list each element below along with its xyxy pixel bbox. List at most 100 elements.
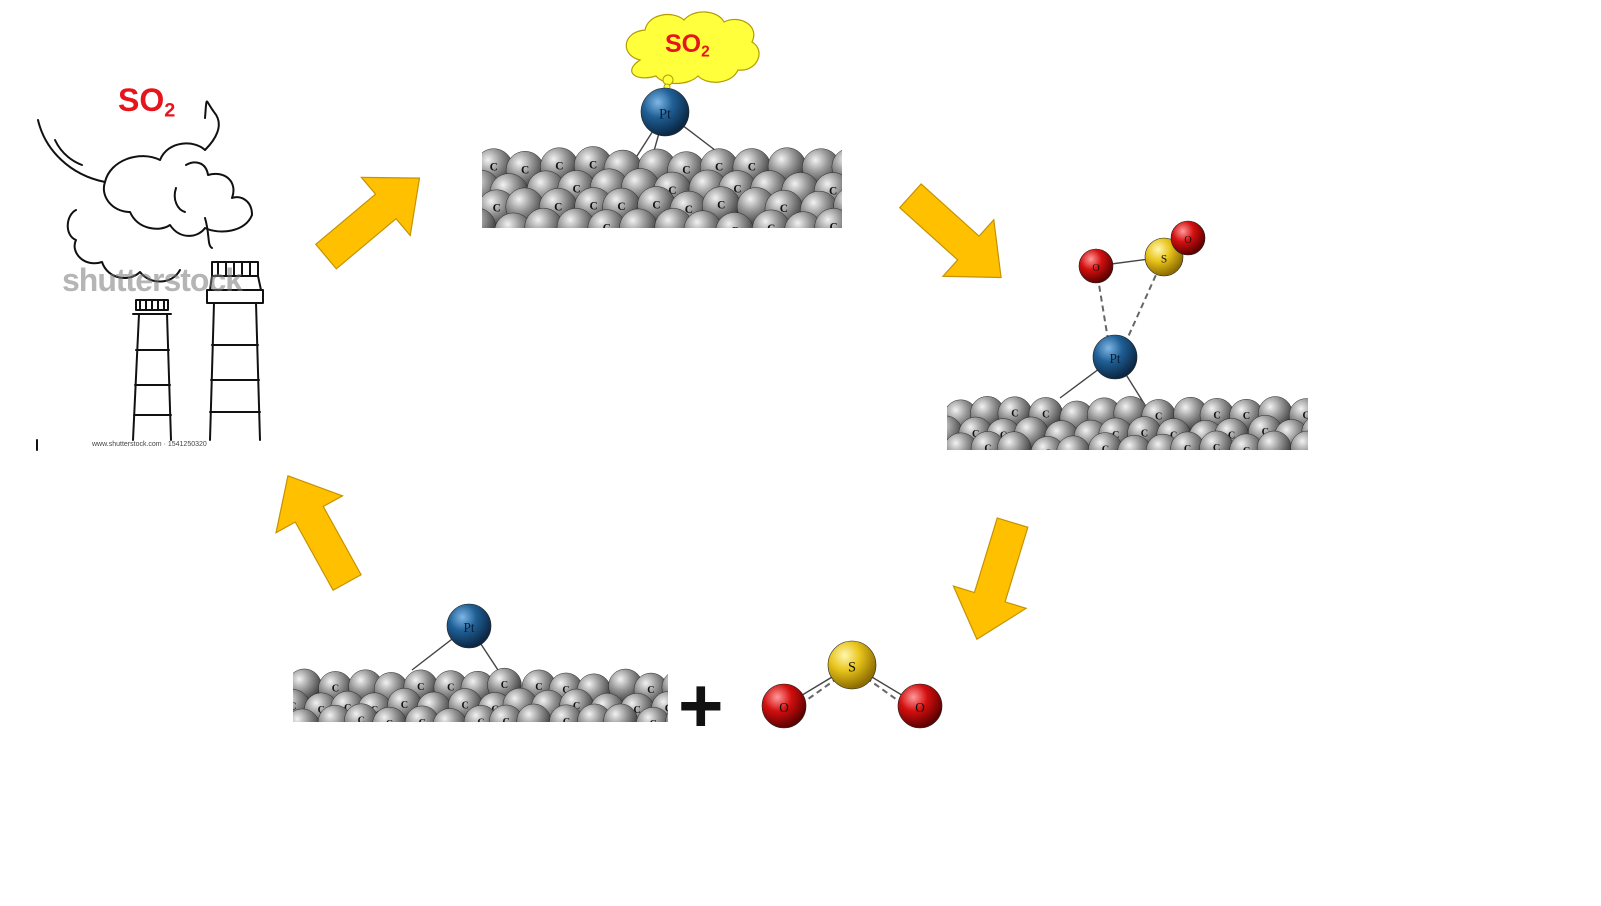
bond — [293, 736, 668, 741]
carbon-atom — [1256, 430, 1292, 450]
atom-label: C — [573, 183, 581, 195]
atom-label: C — [603, 223, 611, 235]
carbon-atom — [752, 209, 791, 228]
atom-label: C — [521, 736, 528, 747]
atom-label: C — [358, 716, 365, 727]
platinum-atom-right — [1092, 334, 1138, 380]
so2-cloud-label: SO2 — [665, 30, 710, 61]
carbon-atom — [665, 712, 668, 722]
platinum-atom-bottom — [446, 603, 492, 649]
carbon-atom — [482, 200, 486, 221]
pt-s-interaction — [1123, 256, 1165, 347]
cycle-arrow-icon — [275, 474, 362, 592]
atom-label: C — [1213, 410, 1220, 421]
atom-label: C — [1141, 429, 1148, 440]
so2-speech-cloud — [625, 11, 760, 91]
carbon-atom — [1041, 455, 1075, 489]
atom-label: C — [332, 683, 339, 694]
atom-label: C — [447, 683, 454, 694]
atom-label: C — [502, 717, 509, 728]
atom-label: C — [573, 701, 580, 712]
atom-label: C — [573, 741, 580, 752]
atom-label: C — [997, 463, 1004, 474]
carbon-atom — [1117, 434, 1152, 450]
carbon-atom — [1272, 453, 1306, 487]
carbon-atom — [1245, 453, 1279, 487]
carbon-atom — [619, 208, 658, 228]
atom-label: C — [318, 705, 325, 716]
atom-label: S — [1161, 253, 1167, 265]
atom-label: C — [555, 161, 563, 173]
carbon-atom — [715, 212, 754, 228]
atom-label: C — [649, 719, 656, 730]
atom-label: C — [314, 740, 321, 751]
atom-label: C — [461, 741, 468, 752]
atom-label: O — [779, 700, 789, 715]
watermark-url: www.shutterstock.com · 1541250320 — [92, 441, 207, 448]
carbon-atom — [683, 210, 723, 228]
atom-label: C — [1262, 427, 1269, 438]
atom-label: C — [1317, 467, 1324, 478]
carbon-atom — [317, 704, 353, 722]
atom-label: Pt — [1110, 351, 1121, 366]
atom-label: C — [1170, 430, 1177, 441]
carbon-atom — [482, 165, 483, 172]
carbon-atom — [1290, 430, 1308, 450]
so2-cloud-label-subscript: 2 — [701, 43, 710, 61]
carbon-atom — [947, 446, 948, 450]
carbon-atom — [814, 208, 842, 228]
atom-label: C — [386, 719, 393, 730]
atom-label: C — [1302, 411, 1309, 422]
atom-label: C — [829, 221, 837, 233]
atom-label: C — [668, 185, 676, 197]
oxygen-atom-right-2 — [1170, 220, 1206, 256]
atom-label: C — [1213, 443, 1220, 454]
atom-label: C — [501, 680, 508, 691]
sulfur-atom-free — [827, 640, 877, 690]
oxygen-atom-free-2 — [897, 683, 943, 729]
carbon-atom — [404, 705, 440, 722]
carbon-atom — [494, 212, 533, 228]
bond — [293, 754, 668, 759]
carbon-atom — [560, 729, 594, 763]
carbon-atom — [537, 725, 571, 759]
atom-label: C — [1011, 409, 1018, 420]
so2-label: SO2 — [118, 82, 175, 123]
atom-label: C — [1258, 465, 1265, 476]
carbon-atom — [432, 708, 467, 722]
carbon-atom — [301, 728, 335, 762]
carbon-atom — [603, 703, 638, 722]
atom-label: C — [1243, 446, 1250, 457]
carbon-atom — [293, 713, 296, 722]
atom-label: C — [590, 201, 598, 213]
carbon-atom — [389, 728, 423, 762]
atom-label: C — [1145, 468, 1152, 479]
atom-label: C — [1285, 465, 1292, 476]
carbon-atom — [1012, 451, 1046, 485]
carbon-atom — [930, 456, 964, 490]
plus-sign: + — [678, 661, 724, 749]
cycle-arrow-icon — [314, 176, 421, 270]
atom-label: C — [780, 203, 788, 215]
watermark: shutterstock — [62, 262, 243, 298]
atom-label: C — [972, 429, 979, 440]
atom-label: C — [665, 703, 672, 714]
atom-label: C — [730, 225, 738, 237]
platinum-atom-top — [640, 87, 690, 137]
atom-label: C — [473, 221, 481, 233]
atom-label: C — [521, 164, 529, 176]
carbon-atom — [516, 703, 552, 722]
carbon-atom — [1304, 455, 1338, 489]
carbon-atom — [1073, 452, 1107, 486]
atom-label: C — [289, 701, 296, 712]
oxygen-atom-right-1 — [1078, 248, 1114, 284]
carbon-atom — [959, 451, 993, 485]
atom-label: C — [682, 165, 690, 177]
carbon-atom — [1158, 456, 1192, 490]
so2-label-prefix: SO — [118, 82, 165, 118]
atom-label: C — [289, 736, 296, 747]
carbon-atom — [447, 729, 481, 763]
atom-label: C — [1044, 448, 1051, 459]
atom-label: C — [402, 740, 409, 751]
